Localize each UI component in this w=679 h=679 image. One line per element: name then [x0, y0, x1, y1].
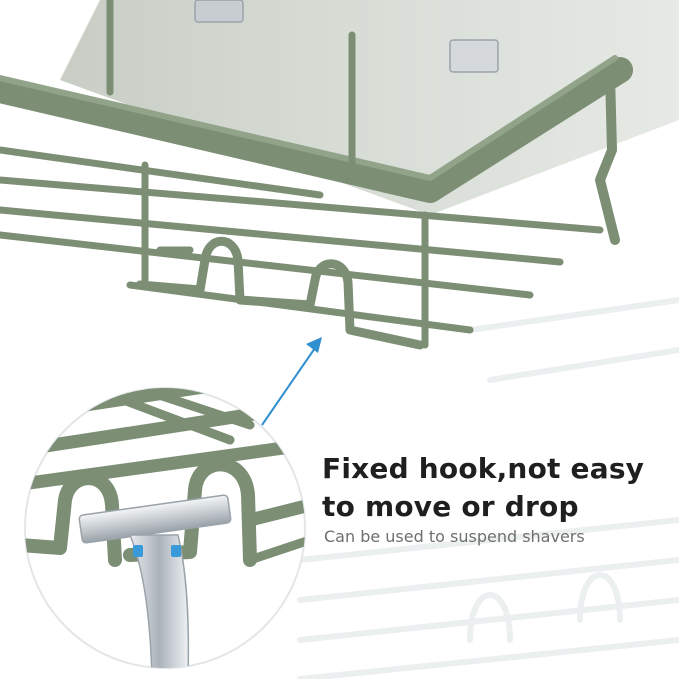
shower-caddy-rack [0, 0, 633, 350]
razor-illustration [78, 494, 232, 668]
headline-line-1: Fixed hook,not easy [322, 452, 645, 485]
rack-back-panel [60, 0, 679, 215]
headline-line-2: to move or drop [322, 490, 579, 523]
feature-subtitle: Can be used to suspend shavers [324, 527, 585, 546]
feature-headline: Fixed hook,not easy to move or drop [322, 450, 644, 526]
background-ghost-rack [297, 297, 679, 679]
arrow-icon [261, 337, 322, 426]
zoom-detail-circle [24, 387, 306, 669]
